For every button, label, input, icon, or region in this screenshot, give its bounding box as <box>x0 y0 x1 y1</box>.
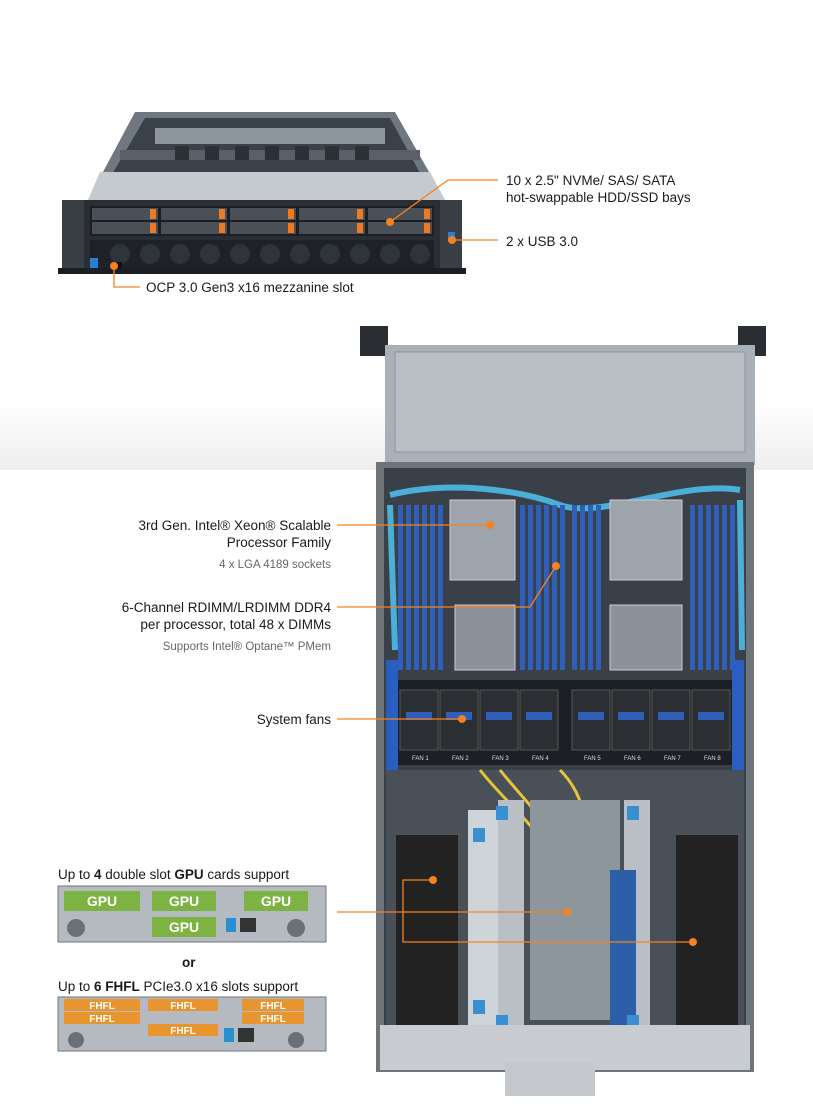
fan-label: FAN 7 <box>664 756 681 762</box>
usb-label: 2 x USB 3.0 <box>506 234 579 249</box>
gpu-card-3: GPU <box>261 893 291 909</box>
fhfl-config-title: Up to 6 FHFL PCIe3.0 x16 slots support <box>58 979 299 994</box>
cpu-label-line2: Processor Family <box>226 535 331 550</box>
gpu-card-4: GPU <box>169 919 199 935</box>
cpu-label-line1: 3rd Gen. Intel® Xeon® Scalable <box>138 518 331 533</box>
fhfl-card-3: FHFL <box>170 1001 196 1012</box>
fhfl-card-1: FHFL <box>89 1001 115 1012</box>
fan-label: FAN 3 <box>492 756 509 762</box>
fan-label: FAN 1 <box>412 756 429 762</box>
dimm-sub-label: Supports Intel® Optane™ PMem <box>162 641 331 653</box>
dimm-label-line1: 6-Channel RDIMM/LRDIMM DDR4 <box>121 600 331 615</box>
dimm-label-line2: per processor, total 48 x DIMMs <box>140 617 331 632</box>
front-view-server <box>58 112 466 274</box>
fan-label: FAN 8 <box>704 756 721 762</box>
gpu-card-1: GPU <box>87 893 117 909</box>
fan-label: FAN 5 <box>584 756 601 762</box>
ocp-label: OCP 3.0 Gen3 x16 mezzanine slot <box>146 280 354 295</box>
fans-label: System fans <box>256 712 331 727</box>
fhfl-card-6: FHFL <box>260 1014 286 1025</box>
gpu-config-title: Up to 4 double slot GPU cards support <box>58 867 290 882</box>
fan-label: FAN 2 <box>452 756 469 762</box>
gpu-card-2: GPU <box>169 893 199 909</box>
fan-label: FAN 4 <box>532 756 549 762</box>
cpu-sub-label: 4 x LGA 4189 sockets <box>219 559 331 571</box>
fhfl-card-4: FHFL <box>170 1026 196 1037</box>
drive-bays-label-line2: hot-swappable HDD/SSD bays <box>506 190 691 205</box>
fhfl-card-5: FHFL <box>260 1001 286 1012</box>
fan-label: FAN 6 <box>624 756 641 762</box>
or-separator: or <box>182 955 196 970</box>
fhfl-card-2: FHFL <box>89 1014 115 1025</box>
drive-bays-label-line1: 10 x 2.5" NVMe/ SAS/ SATA <box>506 173 676 188</box>
